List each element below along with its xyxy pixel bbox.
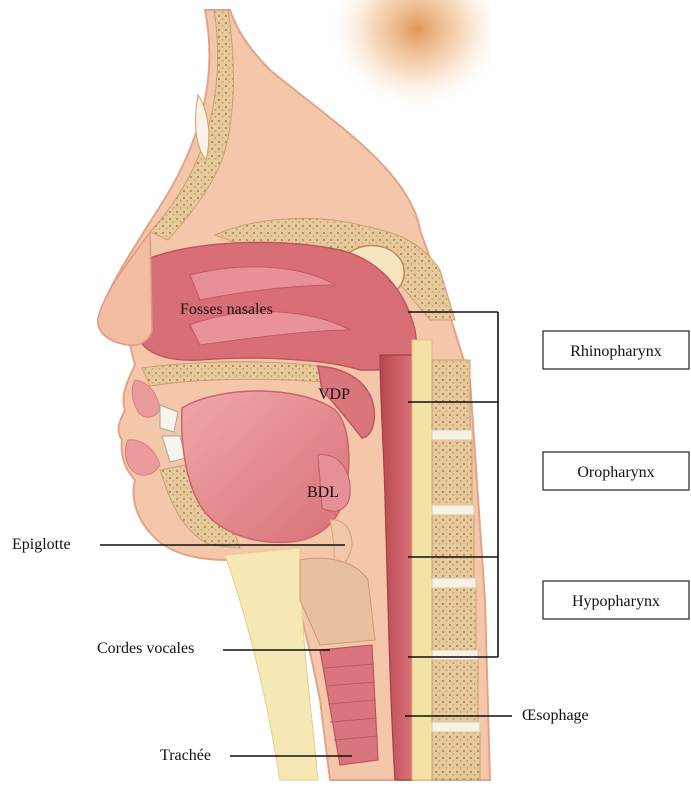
nose — [98, 232, 152, 345]
box-oropharynx: Oropharynx — [543, 452, 689, 490]
label-trachee: Trachée — [160, 747, 211, 764]
prevertebral-band — [412, 340, 432, 780]
box-oropharynx-label: Oropharynx — [577, 464, 654, 481]
box-rhinopharynx-label: Rhinopharynx — [570, 343, 662, 360]
label-vdp: VDP — [318, 386, 350, 403]
box-hypopharynx-label: Hypopharynx — [572, 593, 660, 610]
box-hypopharynx: Hypopharynx — [543, 581, 689, 619]
label-epiglotte: Epiglotte — [12, 536, 71, 553]
label-fosses-nasales: Fosses nasales — [180, 301, 273, 318]
label-cordes-vocales: Cordes vocales — [97, 640, 194, 657]
box-rhinopharynx: Rhinopharynx — [543, 331, 689, 369]
label-bdl: BDL — [307, 484, 339, 501]
label-oesophage: Œsophage — [522, 707, 589, 724]
